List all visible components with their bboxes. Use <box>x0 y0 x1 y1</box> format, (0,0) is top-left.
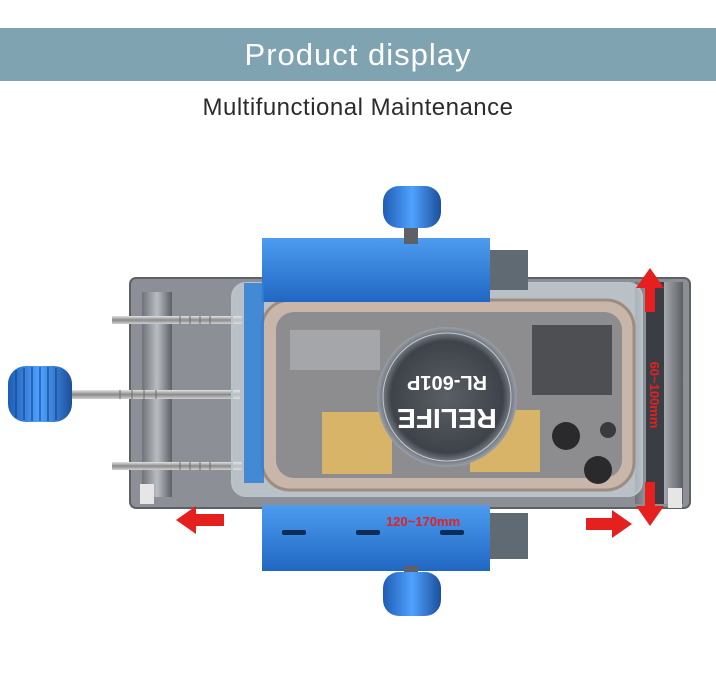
pad-left <box>140 484 154 504</box>
arrow-down <box>636 482 664 526</box>
top-clamp-block <box>490 250 528 290</box>
magsafe-disc <box>377 327 517 467</box>
bottom-knob <box>383 572 441 616</box>
camera-flash <box>600 422 616 438</box>
camera-lens-2 <box>584 456 612 484</box>
subtitle: Multifunctional Maintenance <box>202 94 514 121</box>
logo-text: RELIFE <box>397 403 497 434</box>
camera-lens-1 <box>552 422 580 450</box>
arrow-right <box>586 510 632 538</box>
rod-middle <box>70 390 240 399</box>
arrow-left <box>176 506 224 534</box>
rod-top <box>112 316 242 324</box>
width-range-label: 120~170mm <box>386 514 460 529</box>
height-range-label: 60~100mm <box>647 362 662 429</box>
model-text: RL-601P <box>407 371 487 393</box>
top-blue-clamp <box>262 238 490 302</box>
battery-area-left <box>322 412 392 474</box>
arrow-up <box>636 268 664 312</box>
bottom-blue-clamp <box>262 505 490 571</box>
rod-bottom <box>112 462 242 470</box>
left-blue-side <box>244 283 264 483</box>
header-banner: Product display <box>0 28 716 81</box>
top-knob <box>383 186 441 228</box>
pad-right <box>668 488 682 508</box>
bottom-clamp-block <box>490 513 528 559</box>
right-clamp-groove <box>646 282 664 504</box>
camera-bracket <box>532 325 612 395</box>
banner-title: Product display <box>244 37 472 72</box>
